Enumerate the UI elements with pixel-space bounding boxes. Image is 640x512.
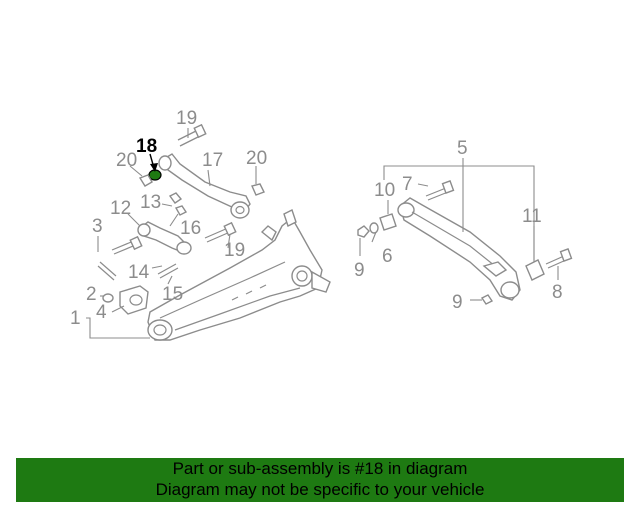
callout-4: 4 bbox=[96, 302, 107, 323]
trailing-arm bbox=[147, 209, 331, 341]
right-hardware bbox=[357, 180, 573, 305]
leader-lines bbox=[86, 128, 559, 339]
callout-8: 8 bbox=[552, 282, 563, 303]
lower-link bbox=[137, 221, 192, 255]
callout-15: 15 bbox=[162, 284, 183, 305]
callout-7: 7 bbox=[402, 174, 413, 195]
callout-1: 1 bbox=[70, 308, 81, 329]
callout-9-lower: 9 bbox=[452, 292, 463, 313]
info-banner: Part or sub-assembly is #18 in diagram D… bbox=[16, 458, 624, 502]
upper-control-arm bbox=[158, 153, 251, 219]
left-hardware bbox=[97, 123, 265, 315]
callout-20-right: 20 bbox=[246, 148, 267, 169]
callout-19-top: 19 bbox=[176, 108, 197, 129]
callout-10: 10 bbox=[374, 180, 395, 201]
callout-13: 13 bbox=[140, 192, 161, 213]
leader-18-arrowhead bbox=[150, 163, 158, 172]
callout-9-upper: 9 bbox=[354, 260, 365, 281]
callout-3: 3 bbox=[92, 216, 103, 237]
callout-16: 16 bbox=[180, 218, 201, 239]
banner-line-2: Diagram may not be specific to your vehi… bbox=[155, 480, 485, 499]
callout-11: 11 bbox=[522, 206, 542, 227]
callout-6: 6 bbox=[382, 246, 393, 267]
callout-19-mid: 19 bbox=[224, 240, 245, 261]
callout-12: 12 bbox=[110, 198, 131, 219]
callout-17: 17 bbox=[202, 150, 223, 171]
callout-20-left: 20 bbox=[116, 150, 137, 171]
callout-14: 14 bbox=[128, 262, 150, 283]
callout-2: 2 bbox=[86, 284, 97, 305]
lateral-arm bbox=[397, 197, 521, 301]
banner-line-1: Part or sub-assembly is #18 in diagram bbox=[172, 459, 468, 478]
callout-18: 18 bbox=[136, 136, 157, 157]
callout-5: 5 bbox=[457, 138, 468, 159]
